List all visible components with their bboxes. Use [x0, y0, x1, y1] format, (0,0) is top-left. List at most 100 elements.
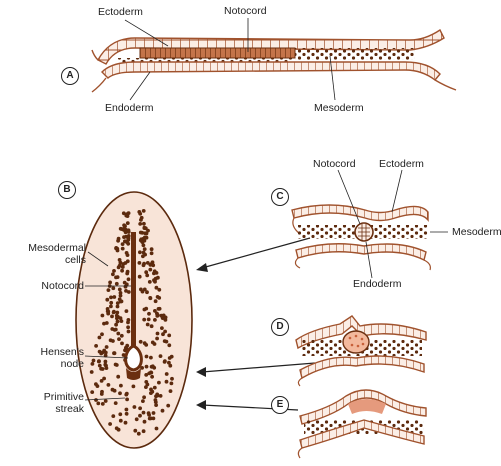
mesodermal-cell-dot [115, 304, 120, 309]
mesodermal-cell-dot [158, 354, 163, 358]
mesodermal-cell-dot [147, 280, 152, 284]
mesodermal-cell-dot [142, 419, 147, 424]
mesodermal-cell-dot [123, 230, 128, 235]
mesodermal-cell-dot [153, 318, 157, 322]
mesodermal-cell-dot [119, 319, 124, 323]
mesodermal-cell-dot [142, 225, 147, 230]
mesodermal-cell-dot [111, 272, 115, 277]
c-endoderm-layer [295, 243, 427, 262]
mesodermal-cell-dot [142, 221, 146, 226]
mesodermal-cell-dot [124, 391, 129, 396]
mesodermal-cell-dot [103, 399, 108, 403]
mesodermal-cell-dot [110, 314, 114, 319]
mesodermal-cell-dot [167, 343, 172, 348]
label-c-ectoderm: Ectoderm [379, 158, 424, 170]
mesodermal-cell-dot [157, 306, 162, 311]
mesodermal-cell-dot [136, 431, 141, 436]
label-c-mesoderm: Mesoderm [452, 226, 501, 238]
mesodermal-cell-dot [116, 265, 121, 270]
mesodermal-cell-dot [126, 235, 130, 240]
c-ectoderm-layer [291, 204, 429, 222]
mesodermal-cell-dot [154, 271, 159, 275]
mesodermal-cell-dot [164, 379, 169, 384]
mesodermal-cell-dot [155, 314, 160, 318]
mesodermal-cell-dot [118, 412, 123, 417]
mesodermal-cell-dot [146, 317, 151, 322]
mesodermal-cell-dot [111, 414, 116, 418]
mesodermal-cell-dot [95, 384, 100, 388]
mesodermal-cell-dot [166, 403, 171, 408]
mesodermal-cell-dot [114, 426, 119, 431]
mesodermal-cell-dot [144, 231, 149, 236]
label-c-endoderm: Endoderm [353, 278, 402, 290]
panel-b-disc [75, 191, 193, 449]
mesodermal-cell-dot [149, 355, 153, 360]
mesodermal-cell-dot [145, 322, 150, 327]
mesodermal-cell-dot [160, 408, 165, 413]
mesodermal-cell-dot [131, 384, 136, 389]
mesodermal-cell-dot [118, 299, 123, 304]
mesodermal-cell-dot [137, 274, 142, 279]
mesodermal-cell-dot [110, 327, 115, 331]
mesodermal-cell-dot [153, 400, 158, 404]
mesodermal-cell-dot [116, 374, 121, 379]
mesodermal-cell-dot [123, 284, 128, 289]
a-notocord-band [139, 47, 296, 59]
mesodermal-cell-dot [89, 370, 94, 374]
a-ectoderm-layer [97, 28, 445, 65]
mesodermal-cell-dot [99, 379, 104, 383]
mesodermal-cell-dot [118, 291, 123, 295]
mesodermal-cell-dot [104, 321, 109, 325]
mesodermal-cell-dot [153, 299, 158, 304]
mesodermal-cell-dot [114, 281, 119, 286]
mesodermal-cell-dot [149, 251, 154, 256]
mesodermal-cell-dot [124, 309, 129, 313]
mesodermal-cell-dot [106, 288, 111, 292]
mesodermal-cell-dot [132, 405, 137, 409]
mesodermal-cell-dot [138, 250, 142, 255]
panel-badge-a: A [61, 67, 79, 85]
mesodermal-cell-dot [168, 363, 173, 368]
mesodermal-cell-dot [138, 211, 143, 216]
mesodermal-cell-dot [154, 285, 159, 290]
mesodermal-cell-dot [151, 416, 156, 421]
label-b-mesodermal-cells: Mesodermal cells [28, 242, 86, 266]
mesodermal-cell-dot [112, 269, 116, 273]
mesodermal-cell-dot [124, 411, 129, 416]
mesodermal-cell-dot [140, 240, 145, 245]
panel-badge-d: D [271, 318, 289, 336]
mesodermal-cell-dot [104, 345, 109, 349]
mesodermal-cell-dot [144, 364, 149, 369]
mesodermal-cell-dot [155, 295, 160, 299]
mesodermal-cell-dot [115, 301, 120, 305]
mesodermal-cell-dot [141, 263, 146, 268]
mesodermal-cell-dot [106, 383, 111, 387]
panel-badge-e: E [271, 396, 289, 414]
mesodermal-cell-dot [148, 296, 153, 300]
label-b-primitive-streak: Primitive streak [43, 391, 84, 415]
mesodermal-cell-dot [126, 277, 131, 282]
mesodermal-cell-dot [142, 317, 147, 322]
mesodermal-cell-dot [113, 401, 118, 405]
mesodermal-cell-dot [120, 268, 124, 273]
label-b-notocord: Notocord [41, 280, 84, 292]
mesodermal-cell-dot [140, 289, 145, 294]
b-primitive-streak [126, 368, 141, 380]
label-a-ectoderm: Ectoderm [98, 6, 143, 18]
mesodermal-cell-dot [144, 385, 148, 389]
mesodermal-cell-dot [108, 338, 113, 343]
mesodermal-cell-dot [90, 390, 95, 394]
mesodermal-cell-dot [140, 366, 145, 370]
mesodermal-cell-dot [114, 322, 118, 327]
mesodermal-cell-dot [145, 290, 149, 295]
mesodermal-cell-dot [115, 275, 120, 279]
mesodermal-cell-dot [140, 230, 145, 235]
mesodermal-cell-dot [158, 394, 163, 398]
mesodermal-cell-dot [126, 320, 130, 325]
mesodermal-cell-dot [157, 380, 161, 385]
mesodermal-cell-dot [134, 417, 139, 422]
mesodermal-cell-dot [137, 261, 142, 265]
mesodermal-cell-dot [139, 215, 144, 220]
label-c-notocord: Notocord [313, 158, 356, 170]
mesodermal-cell-dot [119, 333, 124, 338]
